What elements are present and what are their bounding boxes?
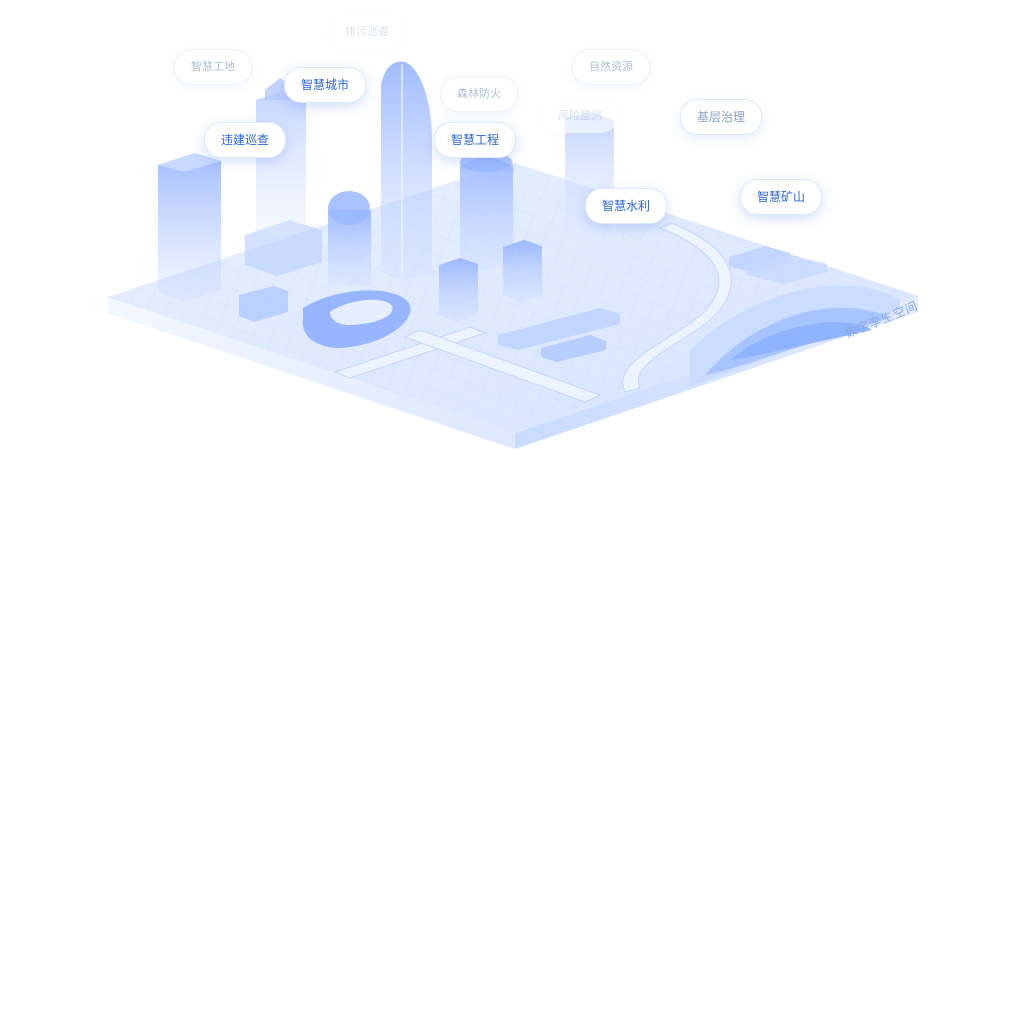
tag-grassroots-governance[interactable]: 基层治理 [680, 99, 763, 135]
tag-sewage-inspection[interactable]: 排污巡查 [329, 15, 405, 49]
tag-illegal-building-inspection[interactable]: 违建巡查 [204, 122, 287, 158]
building-dome [328, 210, 371, 285]
building-short-a [439, 258, 478, 322]
lake [690, 285, 900, 385]
roads [333, 222, 732, 403]
building-short-b [503, 240, 542, 302]
stadium [302, 290, 411, 348]
low-blocks [239, 220, 827, 362]
tag-smart-city[interactable]: 智慧城市 [284, 67, 367, 103]
tag-smart-mine[interactable]: 智慧矿山 [740, 179, 823, 215]
building-left-tall [158, 153, 221, 302]
tag-risk-monitoring[interactable]: 风险监测 [542, 99, 618, 133]
tag-forest-fire[interactable]: 森林防火 [440, 76, 518, 112]
tag-smart-engineering[interactable]: 智慧工程 [434, 122, 517, 158]
building-skyscraper [381, 61, 432, 281]
tag-natural-resources[interactable]: 自然资源 [572, 49, 650, 85]
tag-smart-site[interactable]: 智慧工地 [174, 49, 252, 85]
building-tower-left [256, 92, 306, 238]
building-center [460, 156, 513, 270]
road-diagonal [403, 329, 602, 403]
tag-smart-water[interactable]: 智慧水利 [585, 188, 668, 224]
platform-left-side [108, 297, 515, 449]
road-curve [622, 222, 732, 393]
